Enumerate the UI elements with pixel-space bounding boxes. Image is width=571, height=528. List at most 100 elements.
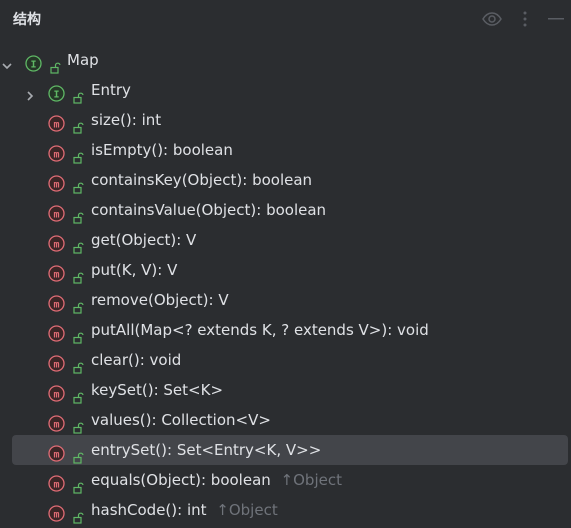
node-signature: Map <box>67 51 99 69</box>
tree-node[interactable]: m remove(Object): V <box>0 285 571 315</box>
tree-node[interactable]: m containsKey(Object): boolean <box>0 165 571 195</box>
tree-node-label: entrySet(): Set<Entry<K, V>> <box>91 435 321 465</box>
public-access-icon <box>50 54 61 74</box>
svg-text:m: m <box>53 359 59 370</box>
tree-node-label: Entry <box>91 75 131 105</box>
public-access-icon <box>73 144 84 164</box>
tree-node[interactable]: m putAll(Map<? extends K, ? extends V>): … <box>0 315 571 345</box>
node-signature: entrySet(): Set<Entry<K, V>> <box>91 441 322 459</box>
node-signature: containsKey(Object): boolean <box>91 171 313 189</box>
svg-text:m: m <box>53 149 59 160</box>
public-access-icon <box>73 204 84 224</box>
method-icon: m <box>48 442 65 462</box>
svg-text:m: m <box>53 419 59 430</box>
tree-node-label: values(): Collection<V> <box>91 405 271 435</box>
chevron-down-icon[interactable] <box>0 53 14 70</box>
method-icon: m <box>48 292 65 312</box>
inherited-from-label: ↑Object <box>211 501 278 519</box>
public-access-icon <box>73 174 84 194</box>
node-signature: put(K, V): V <box>91 261 178 279</box>
public-access-icon <box>73 234 84 254</box>
node-signature: clear(): void <box>91 351 182 369</box>
svg-text:m: m <box>53 239 59 250</box>
tree-node-label: isEmpty(): boolean <box>91 135 233 165</box>
public-access-icon <box>73 444 84 464</box>
tree-node[interactable]: m hashCode(): int ↑Object <box>0 495 571 525</box>
node-signature: size(): int <box>91 111 162 129</box>
tree-node[interactable]: m values(): Collection<V> <box>0 405 571 435</box>
svg-text:I: I <box>30 59 36 70</box>
tree-node-label: get(Object): V <box>91 225 196 255</box>
method-icon: m <box>48 142 65 162</box>
minimize-icon[interactable] <box>545 7 567 31</box>
method-icon: m <box>48 112 65 132</box>
tree-node[interactable]: I Entry <box>0 75 571 105</box>
tree-node[interactable]: m get(Object): V <box>0 225 571 255</box>
public-access-icon <box>73 384 84 404</box>
tree-node-label: containsValue(Object): boolean <box>91 195 326 225</box>
tree-node[interactable]: m put(K, V): V <box>0 255 571 285</box>
node-signature: get(Object): V <box>91 231 197 249</box>
public-access-icon <box>73 84 84 104</box>
method-icon: m <box>48 472 65 492</box>
svg-text:m: m <box>53 119 59 130</box>
tree-node-label: hashCode(): int ↑Object <box>91 495 278 525</box>
node-signature: isEmpty(): boolean <box>91 141 233 159</box>
public-access-icon <box>73 294 84 314</box>
tree-node[interactable]: m isEmpty(): boolean <box>0 135 571 165</box>
svg-text:I: I <box>53 89 59 100</box>
method-icon: m <box>48 262 65 282</box>
svg-text:m: m <box>53 179 59 190</box>
tree-node[interactable]: m clear(): void <box>0 345 571 375</box>
svg-text:m: m <box>53 329 59 340</box>
tree-node-label: clear(): void <box>91 345 181 375</box>
method-icon: m <box>48 172 65 192</box>
interface-icon: I <box>48 82 65 102</box>
node-signature: Entry <box>91 81 131 99</box>
method-icon: m <box>48 382 65 402</box>
node-signature: equals(Object): boolean <box>91 471 271 489</box>
public-access-icon <box>73 474 84 494</box>
svg-text:m: m <box>53 479 59 490</box>
node-signature: hashCode(): int <box>91 501 207 519</box>
public-access-icon <box>73 354 84 374</box>
tree-node[interactable]: m containsValue(Object): boolean <box>0 195 571 225</box>
tree-node-label: remove(Object): V <box>91 285 229 315</box>
tree-node[interactable]: m entrySet(): Set<Entry<K, V>> <box>12 435 568 465</box>
method-icon: m <box>48 352 65 372</box>
svg-text:m: m <box>53 209 59 220</box>
public-access-icon <box>73 114 84 134</box>
tree-root-node[interactable]: I Map <box>0 45 571 75</box>
svg-text:m: m <box>53 509 59 520</box>
svg-text:m: m <box>53 449 59 460</box>
tree-node-label: keySet(): Set<K> <box>91 375 223 405</box>
more-options-icon[interactable] <box>514 7 536 31</box>
public-access-icon <box>73 414 84 434</box>
tree-node-label: size(): int <box>91 105 161 135</box>
node-signature: values(): Collection<V> <box>91 411 271 429</box>
method-icon: m <box>48 202 65 222</box>
chevron-right-icon[interactable] <box>23 83 37 101</box>
tree-node-label: putAll(Map<? extends K, ? extends V>): v… <box>91 315 429 345</box>
method-icon: m <box>48 502 65 522</box>
node-signature: keySet(): Set<K> <box>91 381 224 399</box>
node-signature: putAll(Map<? extends K, ? extends V>): v… <box>91 321 429 339</box>
eye-icon[interactable] <box>481 7 503 31</box>
public-access-icon <box>73 324 84 344</box>
panel-header: 结构 <box>0 0 571 40</box>
tree-node[interactable]: m size(): int <box>0 105 571 135</box>
public-access-icon <box>73 264 84 284</box>
panel-title: 结构 <box>13 12 41 28</box>
method-icon: m <box>48 322 65 342</box>
node-signature: containsValue(Object): boolean <box>91 201 327 219</box>
svg-text:m: m <box>53 299 59 310</box>
inherited-from-label: ↑Object <box>275 471 342 489</box>
method-icon: m <box>48 232 65 252</box>
tree-node[interactable]: m equals(Object): boolean ↑Object <box>0 465 571 495</box>
tree-node-label: put(K, V): V <box>91 255 177 285</box>
tree-node-label: equals(Object): boolean ↑Object <box>91 465 342 495</box>
tree-node-label: containsKey(Object): boolean <box>91 165 312 195</box>
tree-node[interactable]: m keySet(): Set<K> <box>0 375 571 405</box>
method-icon: m <box>48 412 65 432</box>
